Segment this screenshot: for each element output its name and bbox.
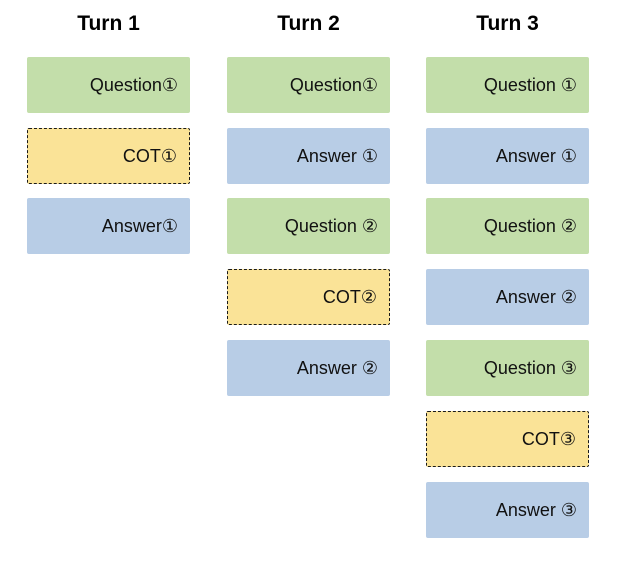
- block-label: Question①: [89, 74, 178, 95]
- block-label: Answer ②: [296, 357, 378, 378]
- turn-2-answer-2-block: Answer ②: [227, 340, 390, 396]
- block-label: Answer ①: [296, 145, 378, 166]
- turn-1-title: Turn 1: [77, 12, 140, 35]
- turn-3-question-3-block: Question ③: [426, 340, 589, 396]
- turn-2-question-1-block: Question①: [227, 57, 390, 113]
- turn-1-cot-1-block: COT①: [27, 128, 190, 184]
- turn-1-answer-1-block: Answer①: [27, 198, 190, 254]
- block-label: Question①: [289, 74, 378, 95]
- block-label: Question ②: [284, 215, 378, 236]
- block-label: Question ①: [483, 74, 577, 95]
- turn-3-answer-1-block: Answer ①: [426, 128, 589, 184]
- block-label: Question ③: [483, 357, 577, 378]
- block-label: COT③: [521, 428, 576, 449]
- block-label: Answer ①: [495, 145, 577, 166]
- turn-2-answer-1-block: Answer ①: [227, 128, 390, 184]
- turn-3-answer-3-block: Answer ③: [426, 482, 589, 538]
- turn-3-title: Turn 3: [476, 12, 539, 35]
- block-label: COT②: [322, 286, 377, 307]
- block-label: Answer ②: [495, 286, 577, 307]
- turn-3-cot-3-block: COT③: [426, 411, 589, 467]
- turn-2-cot-2-block: COT②: [227, 269, 390, 325]
- turn-3-question-1-block: Question ①: [426, 57, 589, 113]
- block-label: Question ②: [483, 215, 577, 236]
- turn-1-question-1-block: Question①: [27, 57, 190, 113]
- block-label: COT①: [122, 145, 177, 166]
- turn-2-title: Turn 2: [277, 12, 340, 35]
- block-label: Answer ③: [495, 499, 577, 520]
- turn-3-answer-2-block: Answer ②: [426, 269, 589, 325]
- turn-2-question-2-block: Question ②: [227, 198, 390, 254]
- block-label: Answer①: [101, 215, 178, 236]
- turn-3-question-2-block: Question ②: [426, 198, 589, 254]
